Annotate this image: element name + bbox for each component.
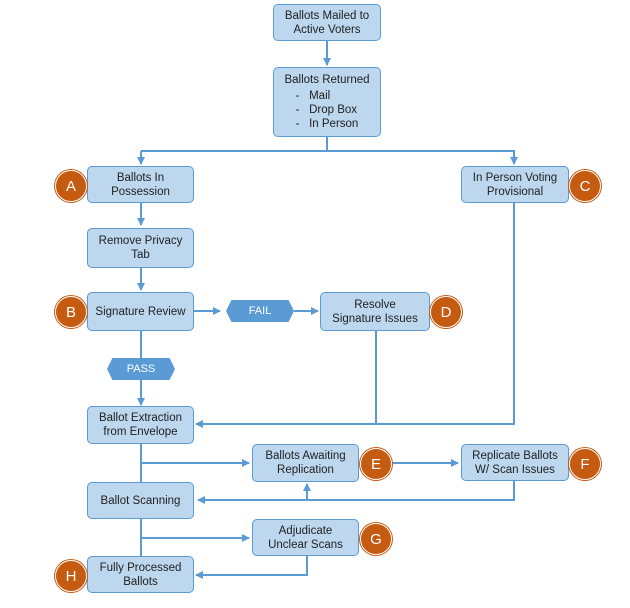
badge-f: F: [569, 448, 601, 480]
fully-processed-ballots-box: Fully Processed Ballots: [87, 556, 194, 593]
badge-a: A: [55, 170, 87, 202]
badge-h: H: [55, 560, 87, 592]
in-person-voting-box: In Person Voting Provisional: [461, 166, 569, 203]
badge-g: G: [360, 523, 392, 555]
badge-c: C: [569, 170, 601, 202]
line-returned-split: [141, 137, 328, 152]
ballots-awaiting-replication-box: Ballots Awaiting Replication: [252, 444, 359, 482]
arrow-replicate-to-scanning: [197, 481, 515, 504]
return-methods-list: Mail Drop Box In Person: [296, 89, 359, 131]
arrow-to-inperson: [327, 150, 518, 165]
ballots-returned-box: Ballots Returned Mail Drop Box In Person: [273, 67, 381, 137]
ballot-scanning-box: Ballot Scanning: [87, 482, 194, 519]
pass-tag: PASS: [107, 358, 175, 380]
ballots-in-possession-box: Ballots In Possession: [87, 166, 194, 203]
badge-b: B: [55, 296, 87, 328]
arrow-adjudicate-to-processed: [195, 556, 308, 579]
return-method-item: Drop Box: [296, 103, 359, 117]
return-method-item: In Person: [296, 117, 358, 131]
return-method-item: Mail: [296, 89, 359, 103]
replicate-ballots-box: Replicate Ballots W/ Scan Issues: [461, 444, 569, 481]
arrow-resolve-to-extraction: [195, 331, 377, 428]
fail-tag: FAIL: [226, 300, 294, 322]
ballots-mailed-box: Ballots Mailed to Active Voters: [273, 4, 381, 41]
resolve-signature-issues-box: Resolve Signature Issues: [320, 292, 430, 331]
arrow-inperson-to-extraction: [376, 203, 515, 425]
adjudicate-unclear-scans-box: Adjudicate Unclear Scans: [252, 519, 359, 556]
badge-e: E: [360, 448, 392, 480]
remove-privacy-tab-box: Remove Privacy Tab: [87, 228, 194, 268]
signature-review-box: Signature Review: [87, 292, 194, 331]
badge-d: D: [430, 296, 462, 328]
ballots-returned-title: Ballots Returned: [284, 74, 370, 86]
ballot-extraction-box: Ballot Extraction from Envelope: [87, 406, 194, 444]
